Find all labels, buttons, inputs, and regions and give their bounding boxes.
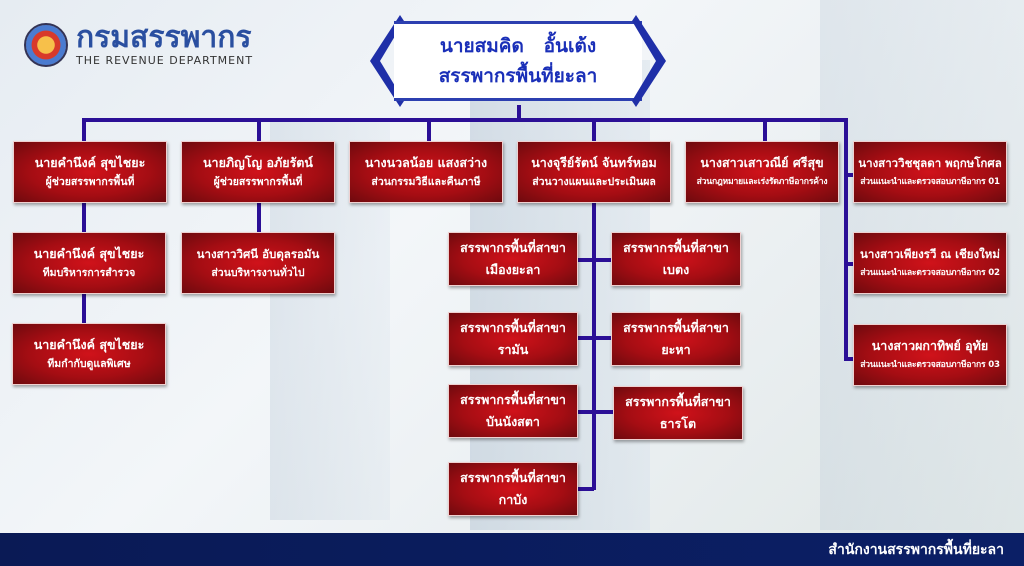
org-box[interactable]: นางสาววิชชุลดา พฤกษโกศลส่วนแนะนำและตรวจส… bbox=[853, 141, 1007, 203]
head-title: สรรพากรพื้นที่ยะลา bbox=[438, 65, 598, 87]
person-name: นางจุรีย์รัตน์ จันทร์หอม bbox=[531, 155, 657, 170]
branch-box[interactable]: สรรพากรพื้นที่สาขาบันนังสตา bbox=[448, 384, 578, 438]
footer-bar: สำนักงานสรรพากรพื้นที่ยะลา bbox=[0, 533, 1024, 566]
branch-name: รามัน bbox=[497, 342, 529, 357]
head-name: นายสมคิด อั้นเต้ง bbox=[439, 35, 597, 57]
branch-name: ธารโต bbox=[659, 416, 697, 431]
person-name: นางนวลน้อย แสงสว่าง bbox=[364, 155, 488, 170]
position: ส่วนแนะนำและตรวจสอบภาษีอากร 02 bbox=[860, 268, 1000, 278]
footer-office-name: สำนักงานสรรพากรพื้นที่ยะลา bbox=[828, 541, 1004, 558]
person-name: นางสาววิศนี อับดุลรอมัน bbox=[196, 247, 320, 261]
person-name: นางสาวเพียงรวี ณ เชียงใหม่ bbox=[860, 247, 1000, 261]
head-box: นายสมคิด อั้นเต้ง สรรพากรพื้นที่ยะลา bbox=[370, 15, 666, 107]
branch-box[interactable]: สรรพากรพื้นที่สาขากาบัง bbox=[448, 462, 578, 516]
connector bbox=[82, 118, 86, 141]
person-name: นางสาววิชชุลดา พฤกษโกศล bbox=[858, 156, 1002, 170]
org-box[interactable]: นายคำนึงค์ สุขไชยะทีมกำกับดูแลพิเศษ bbox=[12, 323, 166, 385]
branch-prefix: สรรพากรพื้นที่สาขา bbox=[623, 240, 729, 255]
connector bbox=[82, 118, 848, 122]
connector bbox=[844, 357, 854, 361]
connector bbox=[578, 410, 613, 414]
branch-prefix: สรรพากรพื้นที่สาขา bbox=[623, 320, 729, 335]
logo-english: THE REVENUE DEPARTMENT bbox=[76, 54, 254, 67]
revenue-department-logo: กรมสรรพากร THE REVENUE DEPARTMENT bbox=[24, 22, 253, 67]
position: ส่วนบริหารงานทั่วไป bbox=[211, 267, 305, 279]
branch-box[interactable]: สรรพากรพื้นที่สาขาเมืองยะลา bbox=[448, 232, 578, 286]
position: ส่วนแนะนำและตรวจสอบภาษีอากร 01 bbox=[860, 177, 1000, 187]
person-name: นางสาวผกาทิพย์ อุทัย bbox=[871, 338, 989, 353]
position: ผู้ช่วยสรรพากรพื้นที่ bbox=[45, 176, 135, 188]
connector bbox=[257, 118, 261, 141]
connector bbox=[844, 173, 854, 177]
org-box[interactable]: นางนวลน้อย แสงสว่างส่วนกรรมวิธีและคืนภาษ… bbox=[349, 141, 503, 203]
org-box[interactable]: นายคำนึงค์ สุขไชยะผู้ช่วยสรรพากรพื้นที่ bbox=[13, 141, 167, 203]
branch-prefix: สรรพากรพื้นที่สาขา bbox=[625, 394, 731, 409]
org-box[interactable]: นางสาวเสาวณีย์ ศรีสุขส่วนกฎหมายและเร่งรั… bbox=[685, 141, 839, 203]
connector bbox=[257, 203, 261, 232]
seal-icon bbox=[24, 22, 68, 67]
connector bbox=[578, 258, 611, 262]
branch-prefix: สรรพากรพื้นที่สาขา bbox=[460, 392, 566, 407]
org-box[interactable]: นางจุรีย์รัตน์ จันทร์หอมส่วนวางแผนและประ… bbox=[517, 141, 671, 203]
org-box[interactable]: นางสาวผกาทิพย์ อุทัยส่วนแนะนำและตรวจสอบภ… bbox=[853, 324, 1007, 386]
position: ส่วนแนะนำและตรวจสอบภาษีอากร 03 bbox=[860, 360, 1000, 370]
right-chevron-decor bbox=[632, 15, 666, 107]
branch-box[interactable]: สรรพากรพื้นที่สาขาธารโต bbox=[613, 386, 743, 440]
branch-prefix: สรรพากรพื้นที่สาขา bbox=[460, 470, 566, 485]
person-name: นางสาวเสาวณีย์ ศรีสุข bbox=[700, 155, 824, 170]
person-name: นายคำนึงค์ สุขไชยะ bbox=[33, 246, 145, 261]
branch-box[interactable]: สรรพากรพื้นที่สาขารามัน bbox=[448, 312, 578, 366]
connector bbox=[578, 336, 611, 340]
person-name: นายคำนึงค์ สุขไชยะ bbox=[33, 337, 145, 352]
position: ผู้ช่วยสรรพากรพื้นที่ bbox=[213, 176, 303, 188]
connector bbox=[517, 105, 521, 120]
person-name: นายคำนึงค์ สุขไชยะ bbox=[34, 155, 146, 170]
branch-prefix: สรรพากรพื้นที่สาขา bbox=[460, 320, 566, 335]
position: ทีมกำกับดูแลพิเศษ bbox=[47, 358, 131, 370]
branch-name: เมืองยะลา bbox=[485, 262, 541, 277]
org-box[interactable]: นางสาววิศนี อับดุลรอมันส่วนบริหารงานทั่ว… bbox=[181, 232, 335, 294]
branch-prefix: สรรพากรพื้นที่สาขา bbox=[460, 240, 566, 255]
logo-thai: กรมสรรพากร bbox=[76, 20, 252, 55]
connector bbox=[763, 118, 767, 141]
branch-name: ยะหา bbox=[661, 342, 691, 357]
connector bbox=[592, 118, 596, 141]
connector bbox=[592, 203, 596, 490]
org-box[interactable]: นายคำนึงค์ สุขไชยะทีมบริหารการสำรวจ bbox=[12, 232, 166, 294]
position: ส่วนกรรมวิธีและคืนภาษี bbox=[371, 176, 481, 188]
position: ส่วนวางแผนและประเมินผล bbox=[532, 176, 656, 188]
branch-name: เบตง bbox=[662, 262, 690, 277]
org-box[interactable]: นายภิญโญ อภัยรัตน์ผู้ช่วยสรรพากรพื้นที่ bbox=[181, 141, 335, 203]
branch-name: บันนังสตา bbox=[486, 414, 540, 429]
position: ส่วนกฎหมายและเร่งรัดภาษีอากรค้าง bbox=[696, 177, 828, 187]
connector bbox=[844, 262, 854, 266]
org-box[interactable]: นางสาวเพียงรวี ณ เชียงใหม่ส่วนแนะนำและตร… bbox=[853, 232, 1007, 294]
position: ทีมบริหารการสำรวจ bbox=[42, 267, 136, 279]
connector bbox=[844, 118, 848, 360]
branch-name: กาบัง bbox=[498, 492, 528, 507]
branch-box[interactable]: สรรพากรพื้นที่สาขายะหา bbox=[611, 312, 741, 366]
person-name: นายภิญโญ อภัยรัตน์ bbox=[203, 155, 313, 170]
connector bbox=[427, 118, 431, 141]
connector bbox=[578, 487, 594, 491]
branch-box[interactable]: สรรพากรพื้นที่สาขาเบตง bbox=[611, 232, 741, 286]
